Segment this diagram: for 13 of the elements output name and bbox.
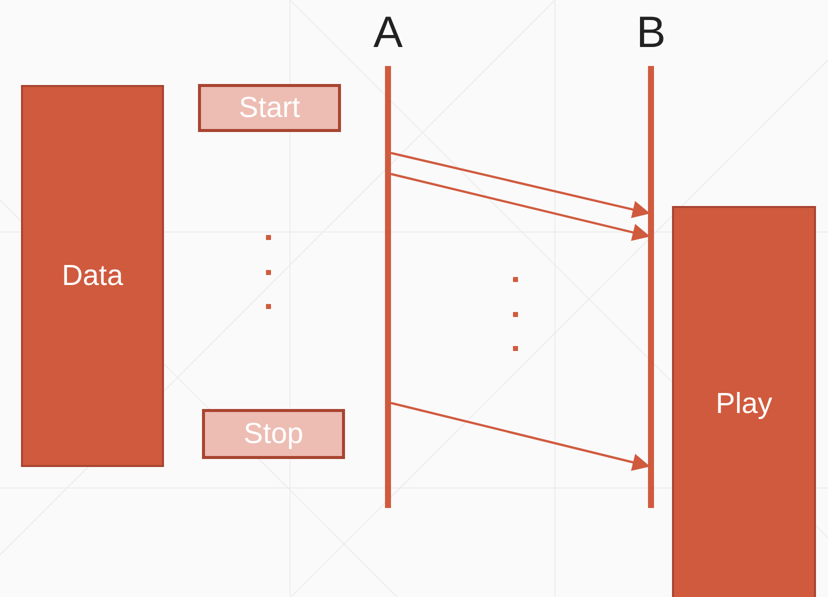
lifeline-label: A: [373, 8, 403, 58]
box-label: Data: [62, 260, 124, 292]
box-label: Stop: [244, 418, 304, 450]
play-box: [672, 206, 816, 597]
message-arrow: [390, 172, 650, 241]
box-label: Start: [238, 92, 300, 124]
stop-box: [202, 409, 345, 459]
data-box: [21, 85, 164, 467]
box-label: Play: [716, 388, 772, 421]
lifeline-label: B: [636, 8, 666, 58]
message-arrow: [390, 152, 650, 218]
message-arrow: [390, 402, 650, 471]
start-box: [198, 84, 341, 132]
